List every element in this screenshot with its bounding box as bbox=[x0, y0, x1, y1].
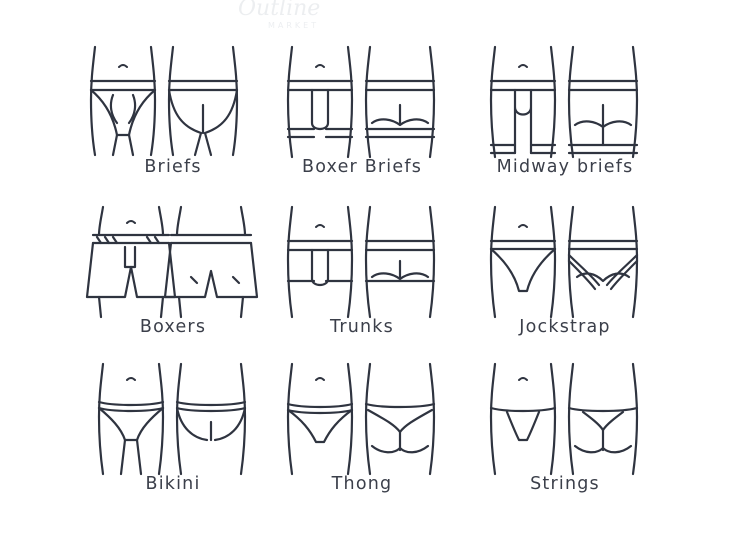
label-strings: Strings bbox=[530, 474, 600, 494]
jockstrap-figure bbox=[489, 205, 639, 319]
label-boxer-briefs: Boxer Briefs bbox=[301, 157, 423, 177]
label-midway-briefs: Midway briefs bbox=[496, 157, 634, 177]
item-jockstrap: Jockstrap bbox=[465, 205, 665, 355]
strings-figure bbox=[489, 362, 639, 476]
thong-figure bbox=[286, 362, 436, 476]
back-view bbox=[567, 362, 639, 476]
label-briefs: Briefs bbox=[144, 157, 202, 177]
trunks-figure bbox=[286, 205, 436, 319]
front-view bbox=[89, 45, 157, 157]
back-view bbox=[364, 205, 436, 319]
back-view bbox=[364, 362, 436, 476]
back-view bbox=[167, 45, 239, 157]
front-view bbox=[97, 362, 165, 476]
label-bikini: Bikini bbox=[145, 474, 201, 494]
front-view bbox=[85, 205, 177, 319]
bikini-figure bbox=[97, 362, 247, 476]
front-view bbox=[286, 45, 354, 159]
back-view bbox=[163, 205, 259, 319]
item-bikini: Bikini bbox=[73, 362, 273, 512]
item-midway-briefs: Midway briefs bbox=[465, 45, 665, 195]
back-view bbox=[364, 45, 436, 159]
back-view bbox=[175, 362, 247, 476]
item-thong: Thong bbox=[262, 362, 462, 512]
front-view bbox=[489, 45, 557, 159]
boxer-briefs-figure bbox=[286, 45, 436, 159]
front-view bbox=[286, 205, 354, 319]
watermark-name: Outline bbox=[238, 0, 321, 21]
label-trunks: Trunks bbox=[330, 317, 394, 337]
watermark-sub: MARKET bbox=[268, 21, 320, 30]
item-boxer-briefs: Boxer Briefs bbox=[262, 45, 462, 195]
item-strings: Strings bbox=[465, 362, 665, 512]
front-view bbox=[489, 205, 557, 319]
briefs-figure bbox=[89, 45, 239, 157]
label-thong: Thong bbox=[331, 474, 393, 494]
back-view bbox=[567, 45, 639, 159]
item-boxers: Boxers bbox=[73, 205, 273, 355]
label-boxers: Boxers bbox=[139, 317, 207, 337]
watermark: Outline MARKET bbox=[232, 0, 362, 34]
item-briefs: Briefs bbox=[73, 45, 273, 195]
boxers-figure bbox=[85, 205, 259, 319]
item-trunks: Trunks bbox=[262, 205, 462, 355]
label-jockstrap: Jockstrap bbox=[519, 317, 611, 337]
front-view bbox=[286, 362, 354, 476]
front-view bbox=[489, 362, 557, 476]
back-view bbox=[567, 205, 639, 319]
midway-briefs-figure bbox=[489, 45, 639, 159]
